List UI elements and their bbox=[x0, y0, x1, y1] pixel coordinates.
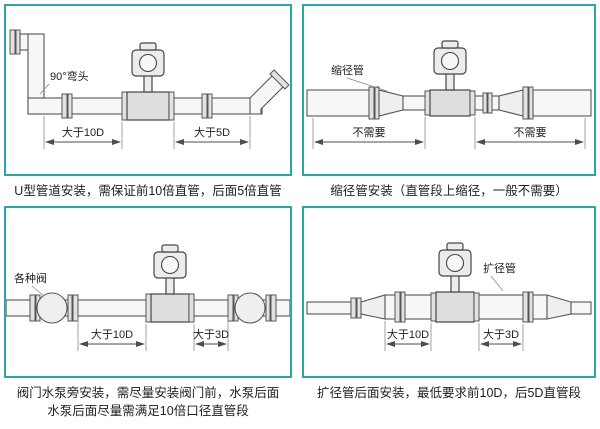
part-label-text: 各种阀 bbox=[14, 271, 47, 285]
caption-reducer: 缩径管安装（直管段上缩径，一般不需要） bbox=[330, 184, 568, 198]
dim-label-left: 大于10D bbox=[62, 125, 104, 139]
pipe-left bbox=[306, 294, 386, 320]
valve-pump-diagram: 大于10D 大于3D 各种阀 bbox=[6, 244, 290, 352]
pipe-right bbox=[498, 86, 592, 120]
caption-line-2: 水泵后面尽量需满足10倍口径直管段 bbox=[47, 404, 249, 419]
part-label: 90°弯头 bbox=[39, 69, 89, 95]
valve-right bbox=[227, 292, 277, 324]
reducer-cone-left bbox=[378, 89, 404, 117]
flowmeter bbox=[424, 40, 476, 117]
dimensions: 大于10D 大于5D bbox=[43, 116, 251, 149]
panel-reducer: 不需要 不需要 缩径管 缩径管安装（直管段上缩径，一般不需要） bbox=[302, 4, 596, 200]
caption-line-1: 阀门水泵旁安装，需尽量安装阀门前，水泵后面 bbox=[16, 386, 280, 401]
transmitter bbox=[131, 42, 165, 93]
caption-u-type: U型管道安装，需保证前10倍直管，后面5倍直管 bbox=[14, 184, 282, 198]
dim-label-right: 大于3D bbox=[483, 327, 519, 341]
flange-pair-right bbox=[201, 93, 213, 119]
flowmeter bbox=[121, 42, 175, 121]
valve-left bbox=[29, 292, 79, 324]
diagram-frame-expander: 大于10D 大于3D 扩径管 bbox=[302, 206, 596, 379]
dimensions: 大于10D 大于3D bbox=[77, 318, 229, 352]
diagram-frame-u-type: 大于10D 大于5D 90°弯头 bbox=[4, 4, 292, 176]
part-label-text: 90°弯头 bbox=[50, 69, 89, 83]
dim-label-left: 大于10D bbox=[387, 327, 429, 341]
transmitter bbox=[433, 40, 467, 91]
part-label-text: 扩径管 bbox=[483, 261, 516, 275]
diagram-frame-valve-pump: 大于10D 大于3D 各种阀 bbox=[4, 206, 292, 379]
dimensions: 不需要 不需要 bbox=[312, 117, 586, 149]
dim-label-right: 不需要 bbox=[514, 126, 547, 139]
dim-label-right: 大于5D bbox=[194, 125, 230, 139]
panel-expander: 大于10D 大于3D 扩径管 扩径管后面安装，最低要求前10D，后5D直管段 bbox=[302, 206, 596, 420]
panel-u-type: 大于10D 大于5D 90°弯头 U型管道安装，需保证前10倍直管，后面5倍直管 bbox=[4, 4, 292, 200]
dimensions: 大于10D 大于3D bbox=[384, 321, 524, 352]
expander-diagram: 大于10D 大于3D 扩径管 bbox=[306, 242, 592, 352]
flange-pair-left bbox=[61, 93, 73, 119]
dim-label-right: 大于3D bbox=[193, 327, 229, 341]
dim-label-left: 大于10D bbox=[91, 327, 133, 341]
flange-pair-left bbox=[394, 291, 406, 323]
part-label: 各种阀 bbox=[14, 271, 47, 297]
expander-cone-left bbox=[360, 294, 386, 320]
transmitter bbox=[153, 244, 187, 295]
diagram-frame-reducer: 不需要 不需要 缩径管 bbox=[302, 4, 596, 176]
reducer-cone-right bbox=[498, 89, 524, 117]
outlet-elbow-pipe bbox=[249, 69, 290, 115]
dim-label-left: 不需要 bbox=[353, 126, 386, 139]
part-label: 扩径管 bbox=[483, 261, 516, 292]
part-label: 缩径管 bbox=[331, 63, 388, 92]
reducer-diagram: 不需要 不需要 缩径管 bbox=[306, 40, 592, 149]
expander-cone-right bbox=[546, 294, 572, 320]
flange-pair-right bbox=[482, 92, 493, 114]
pipe-right bbox=[546, 294, 592, 320]
u-type-diagram: 大于10D 大于5D 90°弯头 bbox=[9, 29, 290, 149]
flange-pair-right bbox=[522, 291, 534, 323]
transmitter bbox=[438, 242, 472, 293]
part-label-text: 缩径管 bbox=[331, 63, 364, 77]
pipe-left bbox=[306, 86, 404, 120]
panel-valve-pump: 大于10D 大于3D 各种阀 阀门水泵旁安装，需尽量安装阀门前，水泵后面 水泵后… bbox=[4, 206, 292, 420]
flowmeter bbox=[145, 244, 195, 323]
caption-valve-pump: 阀门水泵旁安装，需尽量安装阀门前，水泵后面 水泵后面尽量需满足10倍口径直管段 bbox=[4, 384, 292, 420]
flowmeter bbox=[430, 242, 480, 323]
caption-expander: 扩径管后面安装，最低要求前10D，后5D直管段 bbox=[317, 386, 581, 401]
